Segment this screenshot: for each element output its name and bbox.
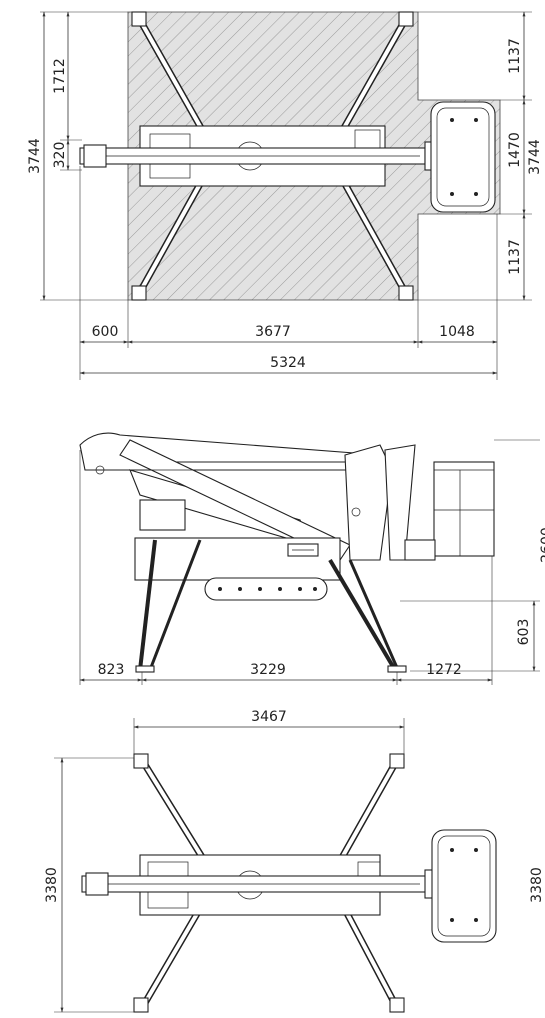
side-basket (433, 461, 495, 557)
top-view: 1712 320 3744 1137 1470 3744 1137 600 36… (27, 11, 543, 380)
side-view-dimension-lines (79, 600, 536, 682)
plan-view: 3467 3380 3380 (44, 709, 545, 1013)
dim-side-left: 823 (98, 662, 125, 678)
plan-basket (431, 829, 497, 943)
dim-bottom-total: 5324 (270, 355, 306, 371)
dim-plan-left-height: 3380 (44, 867, 60, 903)
dim-right-mid: 1470 (507, 132, 523, 168)
dim-left-total: 3744 (27, 138, 43, 174)
track (204, 577, 328, 601)
side-view: 2600 603 823 3229 1272 (79, 432, 545, 685)
dim-bottom-right: 1048 (439, 324, 475, 340)
outrigger-arms (131, 11, 414, 301)
dim-left-upper: 1712 (52, 58, 68, 94)
plan-view-dimension-lines (60, 725, 405, 1013)
dim-bottom-left: 600 (92, 324, 119, 340)
dim-plan-right-height: 3380 (529, 867, 545, 903)
dim-bottom-mid: 3677 (255, 324, 291, 340)
dim-right-total: 3744 (527, 139, 543, 175)
dim-left-mid: 320 (52, 142, 68, 169)
basket (430, 101, 496, 213)
dim-outrigger-span: 3467 (251, 709, 287, 725)
dim-side-right: 1272 (426, 662, 462, 678)
dim-right-upper: 1137 (507, 38, 523, 74)
plan-view-extension-lines (54, 718, 405, 1013)
side-view-extension-lines (79, 439, 540, 685)
top-view-extension-lines (40, 11, 532, 380)
dim-height-partial: 2600 (539, 527, 545, 563)
top-view-dimension-lines (42, 11, 526, 375)
dim-right-lower: 1137 (507, 239, 523, 275)
dim-ground-clearance: 603 (516, 619, 532, 646)
dim-side-mid: 3229 (250, 662, 286, 678)
